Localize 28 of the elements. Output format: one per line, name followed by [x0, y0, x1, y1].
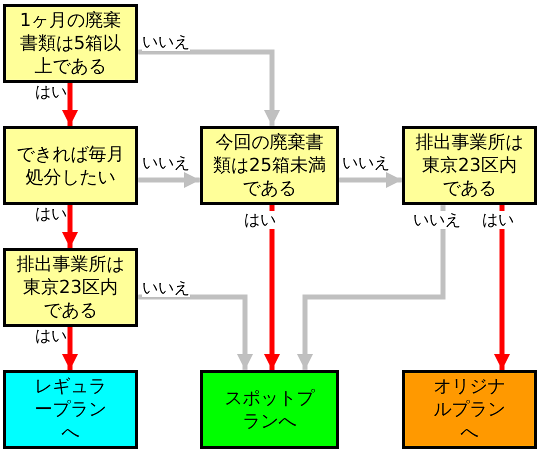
- result-box: レギュラープランへ: [3, 370, 138, 449]
- arrow: [138, 50, 280, 126]
- question-box: 1ヶ月の廃棄書類は5箱以上である: [3, 4, 138, 83]
- edge-label: はい: [35, 327, 67, 345]
- edge-label: はい: [35, 83, 67, 101]
- question-box: 今回の廃棄書類は25箱未満である: [200, 126, 339, 205]
- arrow: [138, 172, 200, 188]
- edge-label: いいえ: [413, 211, 461, 229]
- edge-label: いいえ: [142, 33, 190, 51]
- arrow: [297, 205, 446, 370]
- arrow: [264, 205, 280, 370]
- edge-label: いいえ: [142, 154, 190, 172]
- arrow: [62, 327, 78, 370]
- edge-label: いいえ: [142, 279, 190, 297]
- edge-label: はい: [35, 205, 67, 223]
- edge-label: はい: [482, 211, 514, 229]
- arrow: [138, 294, 253, 370]
- result-box: スポットプランへ: [200, 370, 339, 449]
- arrow: [62, 83, 78, 126]
- question-box: 排出事業所は東京23区内である: [3, 248, 138, 327]
- result-box: オリジナルプランへ: [402, 370, 537, 449]
- arrow: [62, 205, 78, 248]
- edge-label: はい: [244, 211, 276, 229]
- arrow: [494, 205, 510, 370]
- question-box: 排出事業所は東京23区内である: [402, 126, 537, 205]
- edge-label: いいえ: [342, 154, 390, 172]
- question-box: できれば毎月処分したい: [3, 126, 138, 205]
- arrow: [339, 172, 402, 188]
